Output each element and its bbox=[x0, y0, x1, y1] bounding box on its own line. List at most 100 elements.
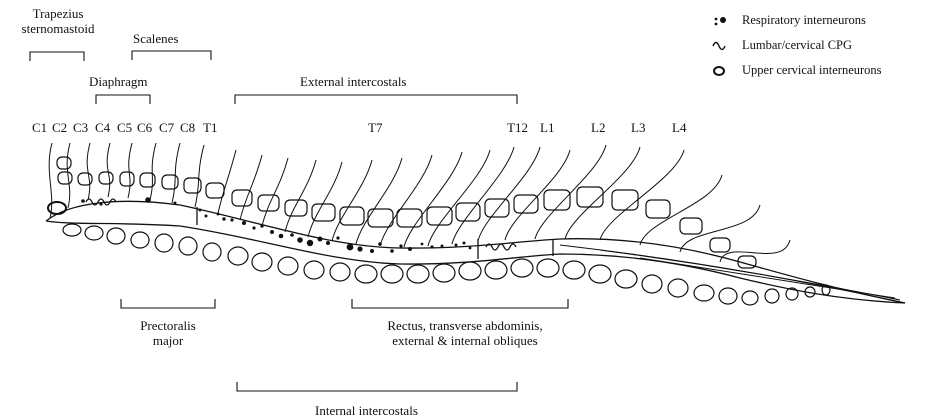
vertebra bbox=[710, 238, 730, 252]
external-intercostals-bracket bbox=[235, 95, 517, 104]
internal-intercostals-label: Internal intercostals bbox=[315, 403, 418, 418]
vertebra bbox=[668, 279, 688, 297]
interneuron-dot bbox=[421, 243, 424, 246]
vertebra bbox=[719, 288, 737, 304]
segment-label-t12: T12 bbox=[507, 120, 528, 135]
nerve-root bbox=[195, 145, 204, 207]
nerve-root bbox=[308, 162, 342, 237]
segment-label-c7: C7 bbox=[159, 120, 174, 135]
vertebra bbox=[407, 265, 429, 283]
internal-intercostals-bracket bbox=[237, 382, 517, 391]
interneuron-dot bbox=[469, 247, 472, 250]
segment-label-t1: T1 bbox=[203, 120, 217, 135]
interneuron-dot bbox=[174, 202, 177, 205]
nerve-root bbox=[332, 160, 372, 241]
interneuron-dot bbox=[205, 215, 208, 218]
interneuron-dot bbox=[145, 197, 151, 203]
vertebra bbox=[63, 224, 81, 236]
vertebra bbox=[203, 243, 221, 261]
lower-vertebrae bbox=[63, 224, 830, 305]
interneuron-dot bbox=[347, 244, 354, 251]
vertebra bbox=[589, 265, 611, 283]
interneuron-dot bbox=[430, 245, 433, 248]
nerve-root bbox=[49, 143, 52, 218]
segment-label-c8: C8 bbox=[180, 120, 195, 135]
interneuron-dot bbox=[222, 217, 225, 220]
nerve-root bbox=[505, 150, 570, 240]
vertebra bbox=[615, 270, 637, 288]
interneuron-dot bbox=[326, 241, 330, 245]
vertebra bbox=[485, 199, 509, 217]
segment-label-l2: L2 bbox=[591, 120, 605, 135]
vertebra bbox=[433, 264, 455, 282]
legend-icons bbox=[713, 17, 726, 75]
interneuron-dot bbox=[242, 221, 246, 225]
vertebra bbox=[278, 257, 298, 275]
pectoralis-label: Prectoralis major bbox=[108, 318, 228, 348]
interneuron-dot bbox=[370, 249, 374, 253]
interneuron-dot bbox=[336, 236, 339, 239]
vertebra bbox=[228, 247, 248, 265]
interneuron-dot bbox=[390, 249, 394, 253]
vertebra bbox=[57, 157, 71, 169]
vertebra bbox=[258, 195, 279, 211]
vertebra bbox=[85, 226, 103, 240]
vertebra bbox=[381, 265, 403, 283]
nerve-roots bbox=[49, 143, 905, 303]
vertebra bbox=[642, 275, 662, 293]
segment-label-c6: C6 bbox=[137, 120, 152, 135]
segment-label-l4: L4 bbox=[672, 120, 686, 135]
segment-label-l1: L1 bbox=[540, 120, 554, 135]
vertebra bbox=[456, 203, 480, 221]
vertebra bbox=[514, 195, 538, 213]
nerve-root bbox=[640, 175, 722, 245]
vertebra bbox=[99, 172, 113, 184]
interneuron-dot bbox=[99, 202, 102, 205]
interneuron-dot bbox=[260, 224, 263, 227]
trapezius-bracket bbox=[30, 52, 84, 61]
pectoralis-bracket bbox=[121, 299, 215, 308]
interneuron-dot bbox=[199, 209, 202, 212]
vertebra bbox=[680, 218, 702, 234]
nerve-root bbox=[240, 155, 262, 220]
scalenes-label: Scalenes bbox=[133, 31, 178, 46]
interneuron-dot bbox=[290, 233, 294, 237]
legend-upper-cervical-label: Upper cervical interneurons bbox=[742, 63, 882, 78]
vertebra bbox=[304, 261, 324, 279]
interneuron-dot bbox=[357, 246, 362, 251]
nerve-root bbox=[380, 155, 432, 246]
vertebra bbox=[131, 232, 149, 248]
diaphragm-bracket bbox=[96, 95, 150, 104]
vertebra bbox=[368, 209, 393, 227]
vertebra bbox=[765, 289, 779, 303]
upper-cervical-oval bbox=[48, 202, 66, 214]
vertebra bbox=[355, 265, 377, 283]
vertebra bbox=[285, 200, 307, 216]
vertebra bbox=[511, 259, 533, 277]
vertebra bbox=[742, 291, 758, 305]
interneuron-dot bbox=[270, 230, 274, 234]
abdominals-bracket bbox=[352, 299, 568, 308]
segment-label-c4: C4 bbox=[95, 120, 110, 135]
nerve-root bbox=[262, 158, 288, 226]
diaphragm-label: Diaphragm bbox=[89, 74, 147, 89]
vertebra bbox=[397, 209, 422, 227]
nerve-root bbox=[172, 143, 180, 203]
interneuron-dot bbox=[307, 240, 313, 246]
nerve-root bbox=[67, 143, 70, 208]
nerve-root bbox=[404, 152, 462, 247]
legend-cpg-label: Lumbar/cervical CPG bbox=[742, 38, 852, 53]
trapezius-label: Trapezius sternomastoid bbox=[6, 6, 110, 36]
segment-label-c2: C2 bbox=[52, 120, 67, 135]
vertebra bbox=[206, 183, 224, 198]
nerve-root bbox=[107, 143, 110, 197]
interneuron-dot bbox=[217, 213, 220, 216]
interneuron-dot bbox=[279, 234, 284, 239]
vertebra bbox=[612, 190, 638, 210]
vertebra bbox=[646, 200, 670, 218]
legend-respiratory-label: Respiratory interneurons bbox=[742, 13, 866, 28]
external-intercostals-label: External intercostals bbox=[300, 74, 407, 89]
segment-label-l3: L3 bbox=[631, 120, 645, 135]
nerve-root bbox=[428, 150, 490, 246]
scalenes-bracket bbox=[132, 51, 211, 60]
